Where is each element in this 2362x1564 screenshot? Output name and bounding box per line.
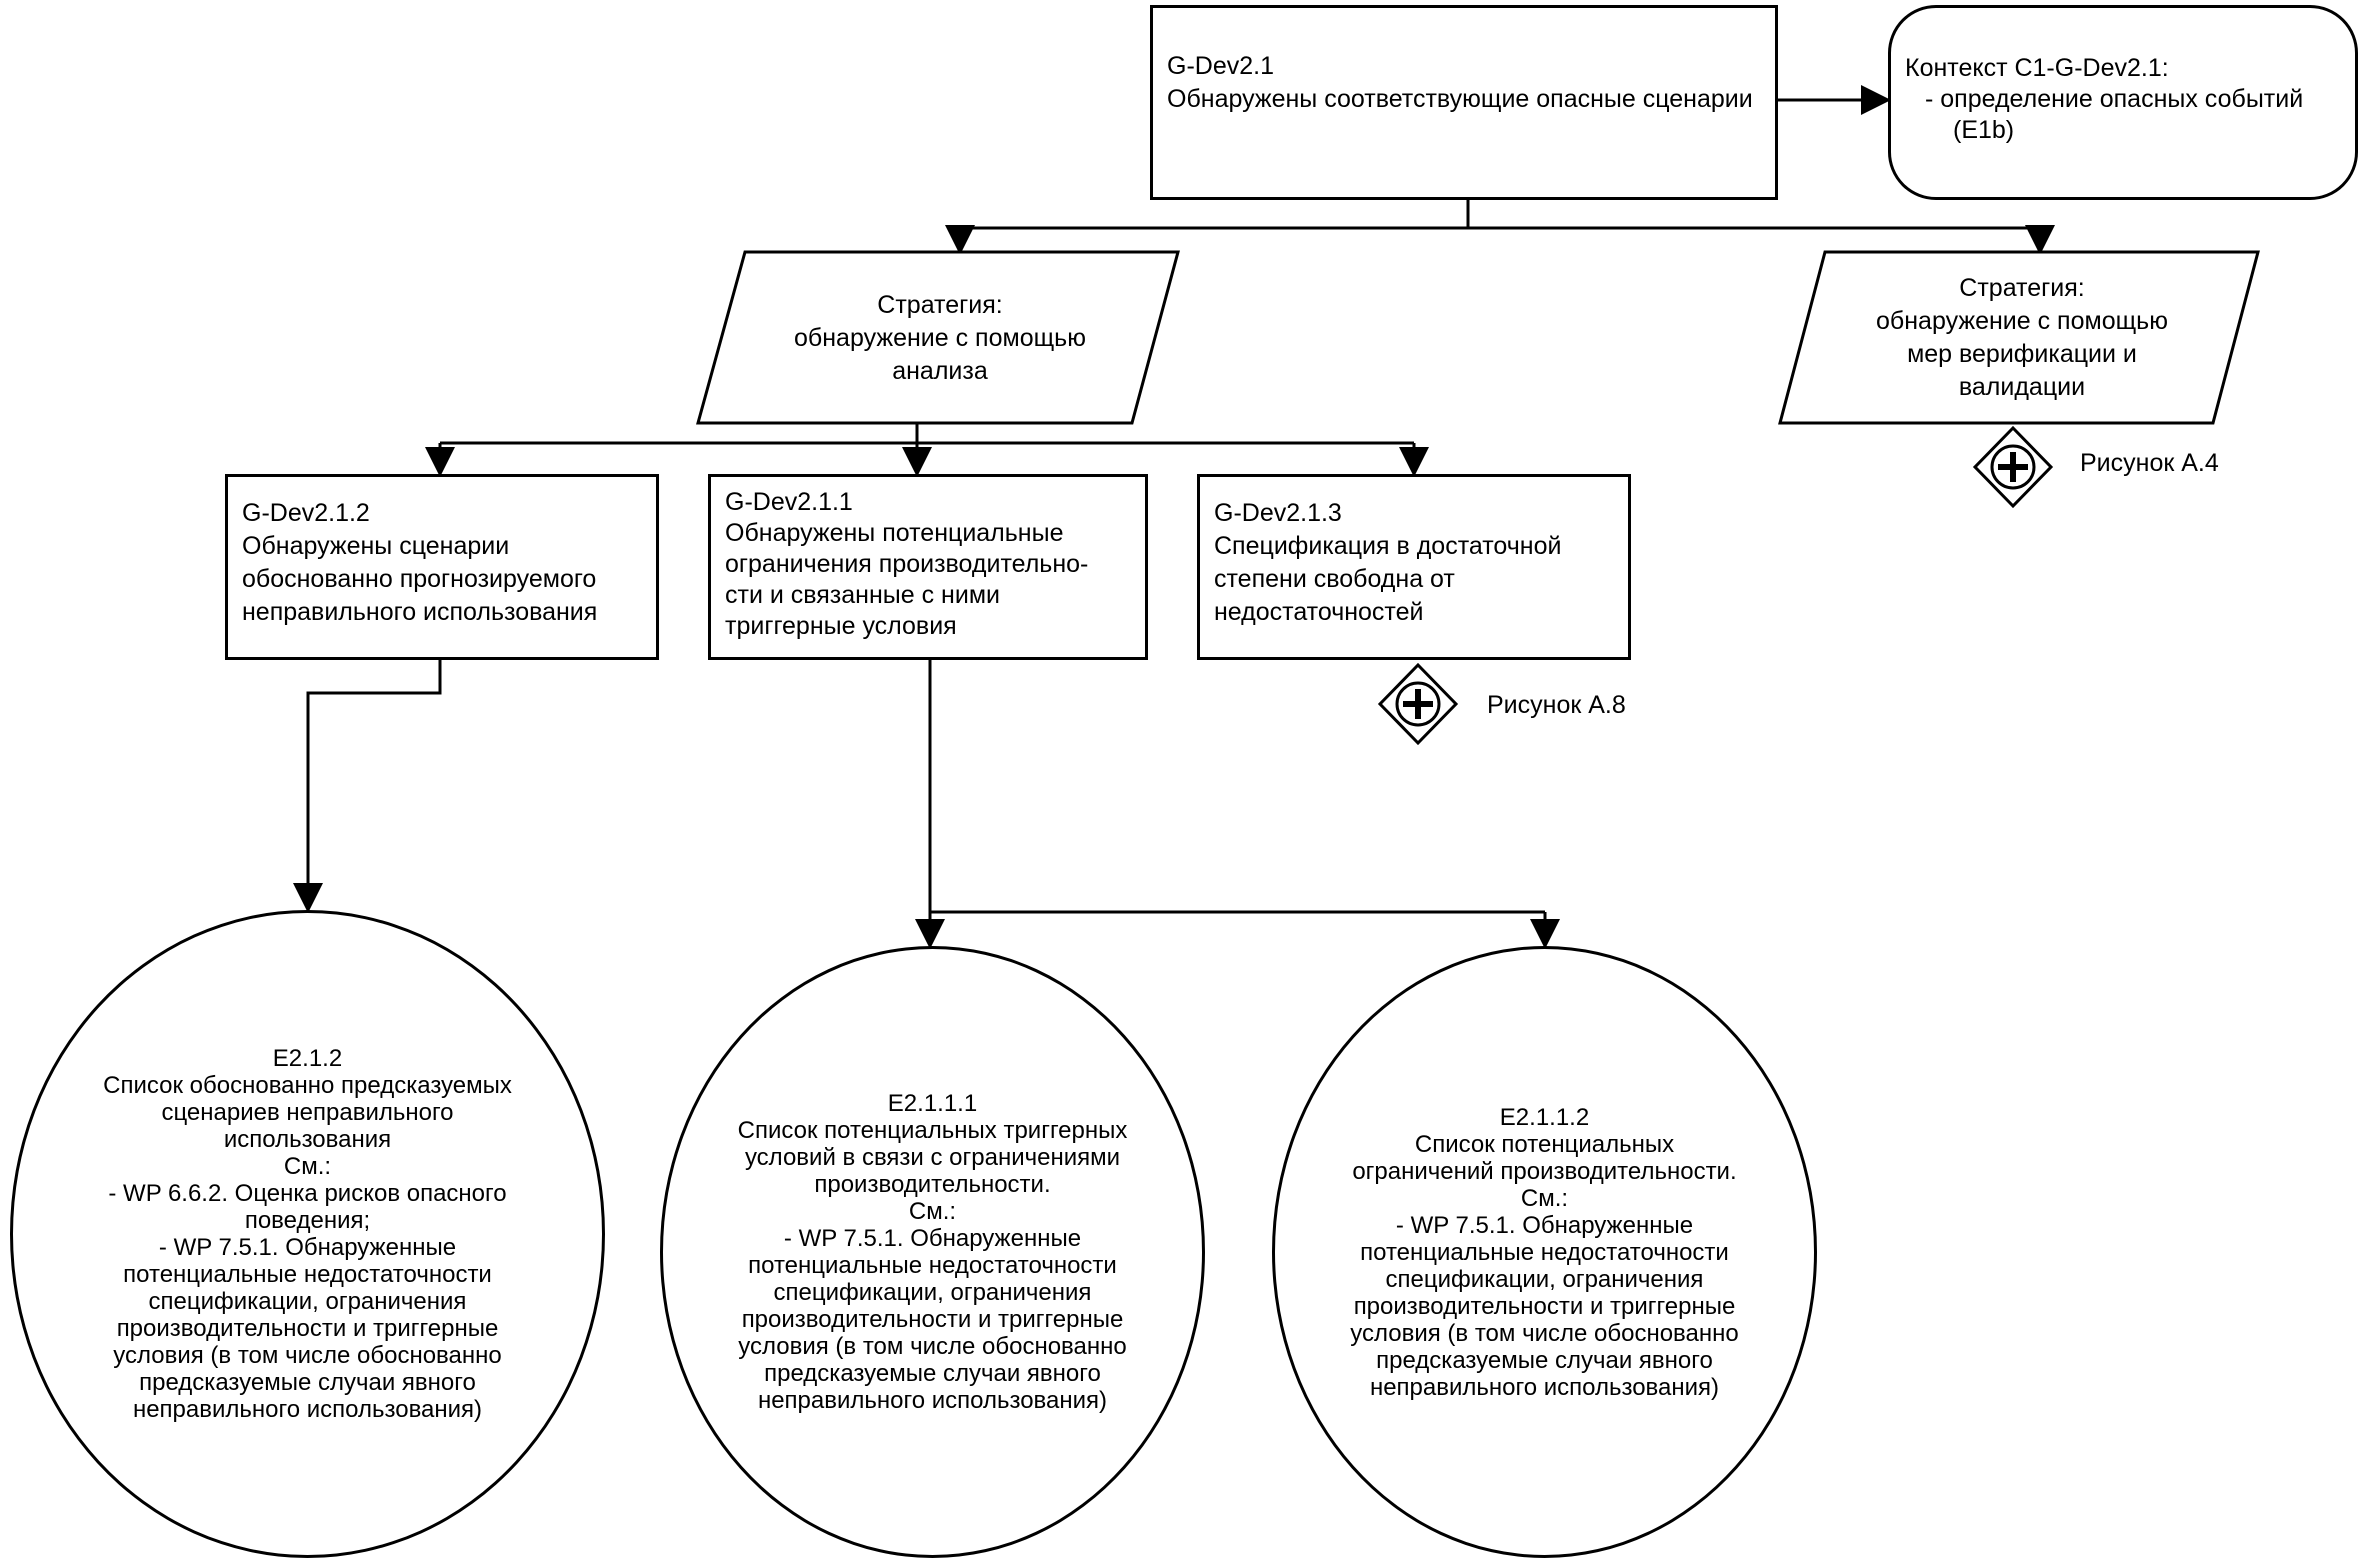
goal-text: Обнаружены соответствующие опасные сцена… [1167, 85, 1753, 113]
evidence-text: Список потенциальных триггерных условий … [737, 1117, 1128, 1414]
goal-g-dev-2-1: G-Dev2.1 Обнаружены соответствующие опас… [1150, 5, 1778, 200]
evidence-e2-1-2: E2.1.2 Список обоснованно предсказуемых … [10, 910, 605, 1558]
goal-g-dev-2-1-2: G-Dev2.1.2 Обнаружены сценарии обоснован… [225, 474, 659, 660]
goal-text: Обнаружены потенциальные ограничения про… [725, 519, 1089, 640]
goal-g-dev-2-1-1: G-Dev2.1.1 Обнаружены потенциальные огра… [708, 474, 1148, 660]
strategy-verification-text: Стратегия: обнаружение с помощью мер вер… [1876, 274, 2168, 401]
connector-goal-212-to-evidence [293, 660, 442, 913]
evidence-e2-1-1-1: E2.1.1.1 Список потенциальных триггерных… [660, 946, 1205, 1558]
strategy-verification-shape [1778, 250, 2260, 425]
evidence-e2-1-1-2: E2.1.1.2 Список потенциальных ограничени… [1272, 946, 1817, 1558]
context-c1: Контекст C1-G-Dev2.1: - определение опас… [1888, 5, 2358, 200]
strategy-analysis-text: Стратегия: обнаружение с помощью анализа [794, 290, 1086, 385]
goal-id: G-Dev2.1.2 [242, 499, 370, 527]
evidence-text: Список потенциальных ограничений произво… [1350, 1130, 1739, 1401]
goal-text: Обнаружены сценарии обоснованно прогнози… [242, 532, 598, 626]
goal-id: G-Dev2.1.1 [725, 488, 853, 516]
goal-g-dev-2-1-3: G-Dev2.1.3 Спецификация в достаточной ст… [1197, 474, 1631, 660]
undeveloped-marker-a8 [1377, 662, 1459, 746]
goal-text: Спецификация в достаточной степени свобо… [1214, 532, 1562, 626]
undeveloped-marker-a4 [1972, 425, 2054, 509]
goal-id: G-Dev2.1.3 [1214, 499, 1342, 527]
strategy-analysis-shape [696, 250, 1180, 425]
evidence-id: E2.1.1.2 [1499, 1103, 1590, 1131]
evidence-text: Список обоснованно предсказуемых сценари… [103, 1072, 512, 1423]
goal-id: G-Dev2.1 [1167, 52, 1274, 80]
figure-ref-a4: Рисунок А.4 [2080, 449, 2219, 477]
evidence-id: E2.1.2 [272, 1045, 343, 1072]
context-item-ref: (E1b) [1953, 116, 2015, 144]
evidence-id: E2.1.1.1 [887, 1090, 978, 1117]
strategy-verification-text: Стратегия: обнаружение с помощью мер вер… [1822, 268, 2222, 408]
context-title: Контекст C1-G-Dev2.1: [1905, 54, 2169, 82]
strategy-analysis-text: Стратегия: обнаружение с помощью анализа [740, 268, 1140, 408]
context-item: - определение опасных событий [1925, 85, 2304, 113]
figure-ref-a8: Рисунок А.8 [1487, 691, 1626, 719]
